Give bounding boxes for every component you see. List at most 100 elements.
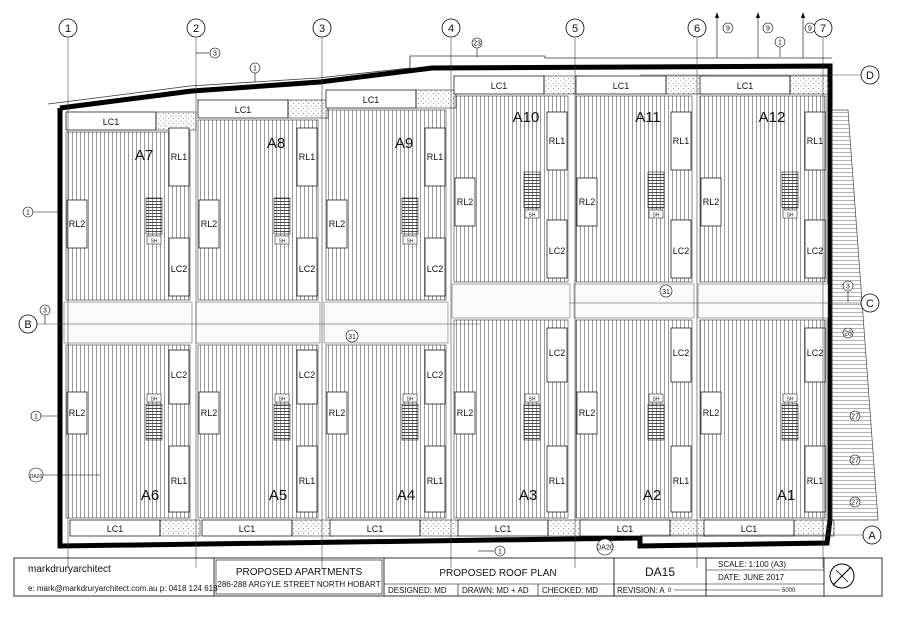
rl1-box [804, 111, 826, 171]
rl1-label: RL1 [549, 136, 566, 146]
hatch-tag-label: SH [787, 397, 794, 403]
ref-bubble-label: 27 [851, 414, 859, 421]
title-block: markdruryarchitect e: mark@markdruryarch… [13, 557, 883, 597]
walkway-strip [697, 283, 829, 319]
lc1-label: LC1 [617, 524, 634, 534]
stair-hatch-icon [523, 403, 541, 441]
lc2-box [804, 219, 826, 279]
ref-bubble-label: 28 [844, 331, 852, 338]
lc1-label: LC1 [103, 117, 120, 127]
ref-bubble [842, 327, 854, 339]
grid-bubble-label: C [866, 298, 874, 310]
hatch-tag-label: SH [529, 213, 536, 219]
lc2-label: LC2 [299, 370, 316, 380]
hatch-tag [524, 209, 540, 219]
unit-label-bottom: A2 [643, 487, 661, 504]
hatch-tag-label: SH [407, 397, 414, 403]
stair-hatch-icon [781, 403, 799, 441]
hatch-tag-label: SH [407, 239, 414, 245]
grid-bubble-label: B [24, 319, 31, 331]
grid-bubble-label: 5 [572, 23, 578, 35]
scale: SCALE: 1:100 (A3) [718, 560, 786, 569]
grid-bubble [58, 18, 78, 38]
grid-bubble [862, 525, 882, 545]
arrow-head-icon [801, 12, 805, 18]
hatch-tag-label: SH [529, 397, 536, 403]
grid-bubble-label: D [866, 70, 874, 82]
grid-bubble [186, 18, 206, 38]
unit-label-bottom: A4 [397, 487, 415, 504]
unit-label-top: A10 [513, 109, 540, 126]
stair-hatch-icon [647, 171, 665, 209]
lc1-label: LC1 [495, 524, 512, 534]
rl2-label: RL2 [703, 408, 720, 418]
date: DATE: JUNE 2017 [718, 573, 785, 582]
lc2-box [296, 237, 318, 297]
section-marker-label: DA20 [30, 474, 43, 480]
stair-hatch-icon [273, 403, 291, 441]
gutter-fill [793, 519, 835, 537]
unit-label-top: A8 [267, 135, 285, 152]
rl2-label: RL2 [69, 408, 86, 418]
rl2-box [66, 199, 88, 249]
rl2-label: RL2 [703, 197, 720, 207]
gutter-fill [159, 519, 201, 537]
lc2-box [804, 327, 826, 383]
lc2-box [670, 327, 692, 383]
rl2-label: RL2 [201, 408, 218, 418]
gutter-fill [291, 519, 333, 537]
svg-text:5000: 5000 [782, 588, 796, 594]
ref-bubble-label: 27 [851, 458, 859, 465]
rl2-label: RL2 [457, 197, 474, 207]
upper-roof-edge [47, 55, 832, 105]
rl1-label: RL1 [807, 476, 824, 486]
north-arrow-icon [829, 563, 855, 589]
ref-bubble [849, 454, 861, 466]
ref-bubble [722, 22, 734, 34]
ref-bubble-label: 1 [26, 210, 30, 217]
ref-bubble-label: 31 [348, 334, 356, 341]
hatch-tag-label: SH [279, 397, 286, 403]
unit-label-top: A12 [759, 109, 786, 126]
ref-bubble [849, 410, 861, 422]
rl2-box [326, 391, 348, 435]
ref-bubble-label: 1 [778, 40, 782, 47]
ref-bubble [804, 22, 816, 34]
rl1-label: RL1 [299, 152, 316, 162]
grid-bubble [565, 18, 585, 38]
gutter-fill [415, 89, 457, 109]
lc2-box [296, 349, 318, 405]
unit-label-bottom: A3 [519, 487, 537, 504]
ref-bubble [659, 284, 673, 298]
hatch-tag [782, 209, 798, 219]
lc1-label: LC1 [239, 524, 256, 534]
rl2-box [454, 391, 476, 435]
rl2-box [700, 177, 722, 227]
rl2-box [326, 199, 348, 249]
ref-bubble [494, 545, 506, 557]
ref-bubble-label: 1 [34, 414, 38, 421]
ref-bubble-label: 3 [213, 51, 217, 58]
stair-hatch-icon [273, 197, 291, 235]
central-walkways [63, 283, 829, 344]
ref-bubble-label: 1 [253, 66, 257, 73]
lc1-label: LC1 [107, 524, 124, 534]
ref-bubble-label: 9 [766, 26, 770, 33]
stair-hatch-icon [401, 197, 419, 235]
rl1-box [296, 127, 318, 187]
hatch-tag [274, 235, 290, 245]
rl2-label: RL2 [69, 219, 86, 229]
rl2-label: RL2 [579, 408, 596, 418]
stair-hatch-icon [145, 197, 163, 235]
drawn-by: DRAWN: MD + AD [462, 586, 529, 595]
hatch-tag-label: SH [151, 397, 158, 403]
unit-label-top: A11 [635, 109, 661, 126]
rl1-box [804, 445, 826, 513]
unit-label-top: A7 [135, 147, 153, 164]
stair-hatch-icon [781, 171, 799, 209]
lc2-box [546, 219, 568, 279]
grid-bubble-label: 2 [193, 23, 199, 35]
